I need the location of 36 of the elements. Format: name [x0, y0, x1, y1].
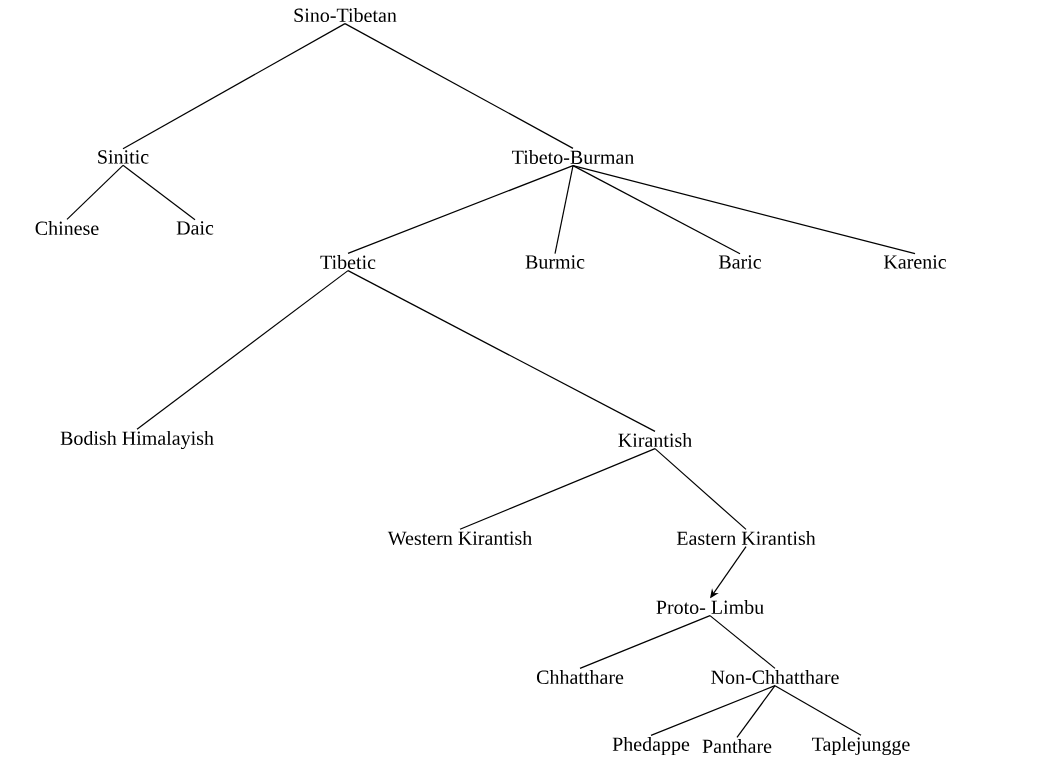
- node-label: Western Kirantish: [387, 530, 532, 546]
- node-label: Tibeto-Burman: [512, 150, 635, 165]
- node-label: Chhatthare: [536, 670, 624, 685]
- connector-line: [66, 164, 124, 220]
- connector-line: [572, 165, 916, 255]
- connector-line: [347, 165, 574, 254]
- connector-line: [774, 685, 862, 736]
- connector-line: [709, 615, 776, 669]
- node-label: Tibetic: [320, 255, 376, 270]
- node-label: Sinitic: [98, 150, 149, 164]
- node-label: Taplejungge: [812, 736, 910, 756]
- node-label: Baric: [718, 255, 762, 269]
- connector-line: [344, 23, 574, 149]
- node-label: Karenic: [883, 255, 947, 269]
- node-label: Daic: [176, 221, 214, 235]
- connector-line: [122, 164, 196, 221]
- connector-line: [122, 23, 346, 150]
- node-label: Sino-Tibetan: [294, 8, 397, 23]
- node-label: Eastern Kirantish: [676, 531, 816, 546]
- node-label: Phedappe: [612, 736, 690, 756]
- node-label: Kirantish: [618, 433, 692, 448]
- node-label: Panthare: [702, 739, 772, 754]
- connector-line: [579, 615, 711, 669]
- connector-line: [572, 165, 741, 255]
- node-label: Proto- Limbu: [656, 600, 764, 615]
- connector-line: [136, 270, 349, 430]
- connector-line: [554, 165, 574, 255]
- connector-line: [736, 685, 776, 738]
- node-label: Bodish Himalayish: [60, 430, 214, 450]
- connector-line: [459, 448, 656, 530]
- node-label: Chinese: [35, 221, 99, 236]
- connector-line: [347, 270, 656, 432]
- connector-line: [650, 685, 776, 736]
- node-label: Burmic: [525, 255, 585, 269]
- connector-line: [654, 448, 747, 530]
- node-label: Non-Chhatthare: [711, 670, 839, 685]
